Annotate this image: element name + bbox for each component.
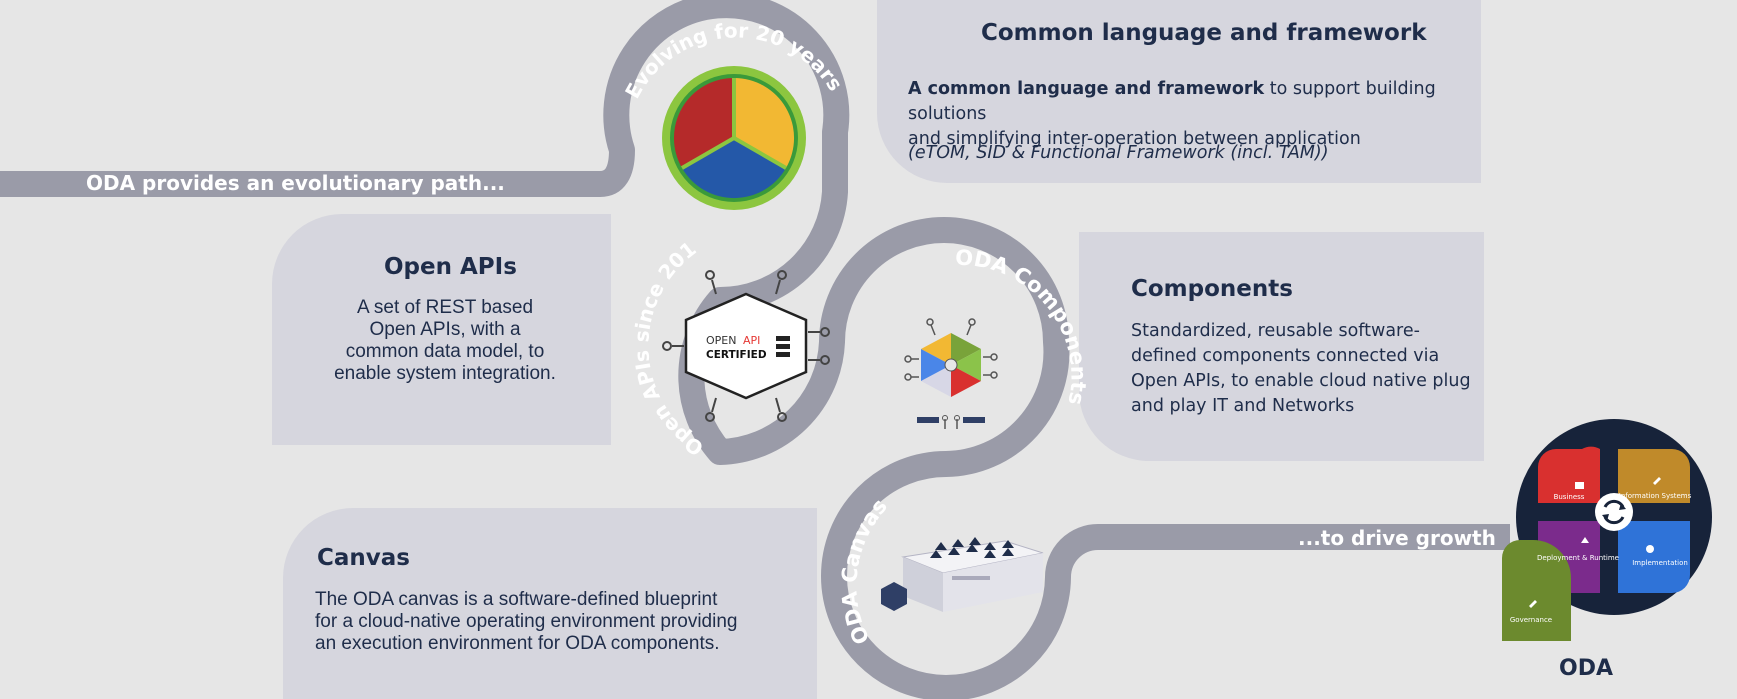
components-line: Open APIs, to enable cloud native plug: [1131, 371, 1471, 391]
oda-quadrant-glyphs: [1529, 477, 1661, 608]
common-card-bold-lead: A common language and framework: [908, 79, 1265, 99]
openapis-line: enable system integration.: [334, 363, 556, 384]
openapis-card-title: Open APIs: [384, 254, 517, 280]
oda-deployment-label: Deployment & Runtime: [1537, 554, 1619, 562]
badge-open-text: OPEN: [706, 334, 736, 347]
svg-text:Open APIs since 2013: Open APIs since 2013: [0, 0, 708, 461]
openapis-line: Open APIs, with a: [369, 319, 521, 340]
path-end-label: ...to drive growth: [1298, 526, 1496, 550]
common-card-line2: and simplifying inter-operation between …: [908, 129, 1361, 149]
oda-label: ODA: [1559, 656, 1613, 681]
oda-wheel: Business Information Systems Deployment …: [1502, 419, 1712, 641]
components-line: Standardized, reusable software-: [1131, 321, 1420, 341]
card-canvas-bg: [283, 508, 817, 699]
openapis-line: common data model, to: [345, 341, 545, 362]
openapis-card-body: A set of REST based Open APIs, with a co…: [300, 297, 590, 385]
svg-text:OPEN API: OPEN API: [706, 334, 760, 347]
badge-certified-text: CERTIFIED: [706, 349, 767, 361]
common-card-note: (eTOM, SID & Functional Framework (incl.…: [908, 143, 1329, 163]
canvas-line: an execution environment for ODA compone…: [315, 633, 720, 654]
arc-label-open-apis: Open APIs since 2013: [0, 0, 708, 461]
oda-information-label: Information Systems: [1619, 492, 1692, 500]
canvas-card-title: Canvas: [317, 545, 410, 571]
components-line: and play IT and Networks: [1131, 396, 1355, 416]
card-components-bg: [1079, 232, 1484, 461]
components-card-title: Components: [1131, 276, 1293, 302]
oda-governance-label: Governance: [1510, 616, 1552, 624]
canvas-card-body: The ODA canvas is a software-defined blu…: [315, 589, 795, 655]
path-start-label: ODA provides an evolutionary path...: [86, 171, 505, 195]
canvas-line: for a cloud-native operating environment…: [315, 611, 738, 632]
common-card-line1: to support building solutions: [908, 79, 1436, 124]
open-api-hexagon-icon: OPEN API CERTIFIED: [662, 270, 830, 422]
canvas-platform-icon: [881, 537, 1044, 612]
card-common-bg: [877, 0, 1481, 183]
common-card-title: Common language and framework: [981, 20, 1427, 46]
framework-pie-icon: [662, 66, 806, 210]
winding-road: [0, 0, 1510, 699]
components-card-body: Standardized, reusable software- defined…: [1131, 319, 1476, 419]
openapis-line: A set of REST based: [356, 297, 534, 318]
card-openapis-bg: [272, 214, 611, 445]
component-hexagon-icon: [904, 318, 998, 429]
oda-implementation-label: Implementation: [1632, 559, 1688, 567]
badge-api-text: API: [743, 334, 760, 347]
common-card-body: A common language and framework to suppo…: [908, 77, 1478, 152]
canvas-line: The ODA canvas is a software-defined blu…: [315, 589, 718, 610]
components-line: defined components connected via: [1131, 346, 1440, 366]
badge-stack-icon: [776, 336, 790, 357]
oda-business-label: Business: [1554, 493, 1585, 501]
